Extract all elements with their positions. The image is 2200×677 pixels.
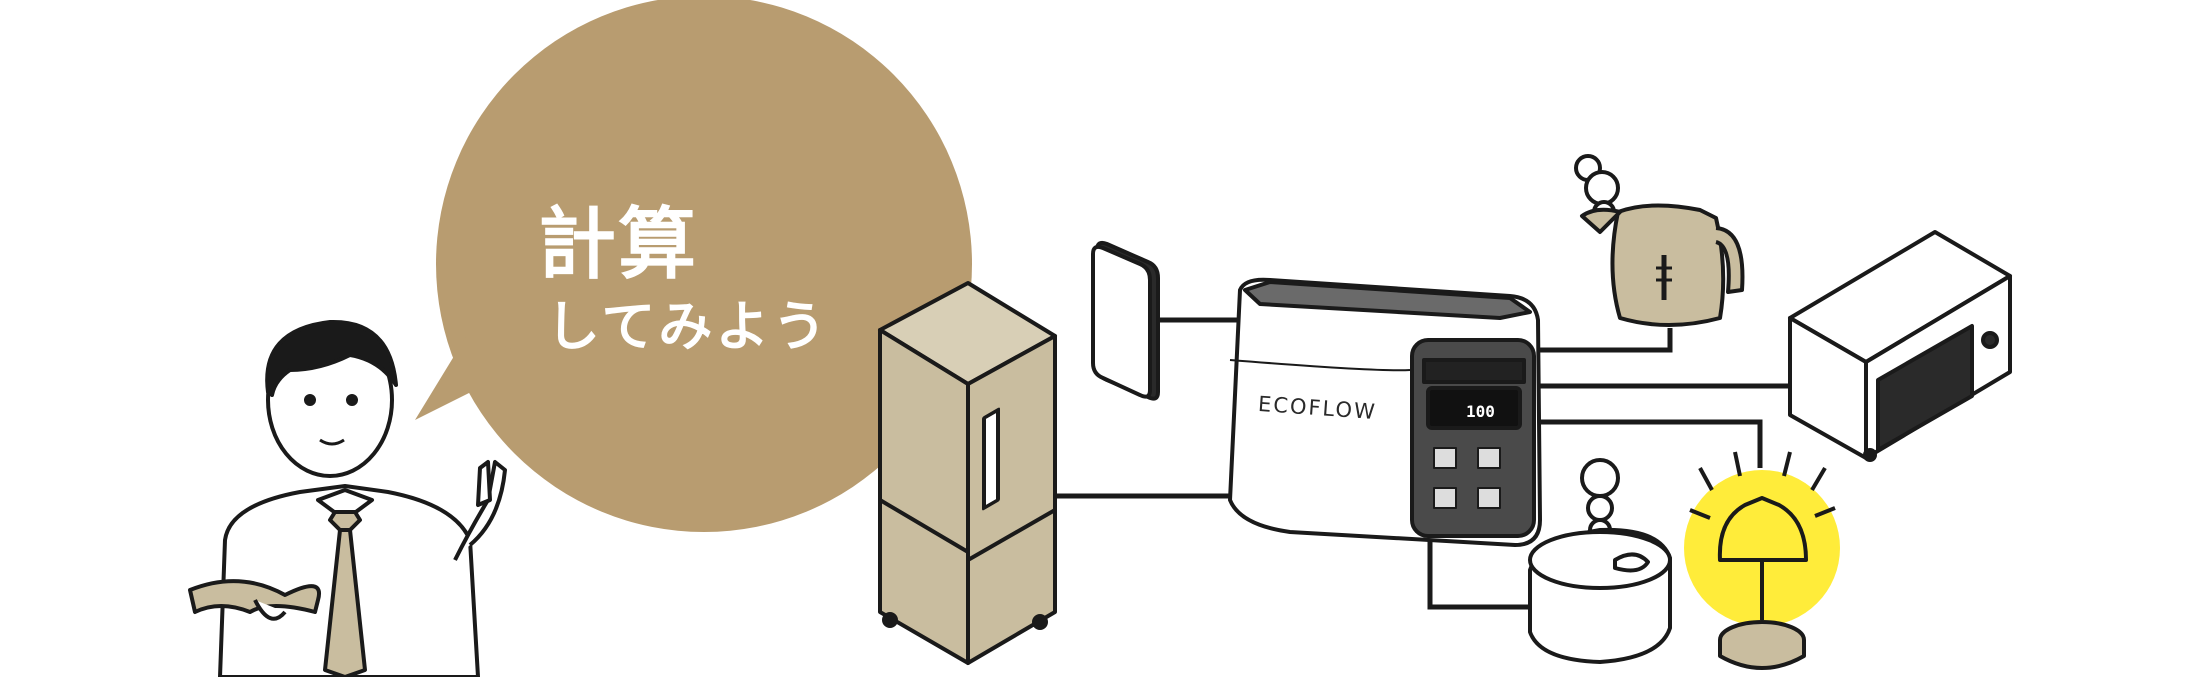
lamp-icon [1684, 451, 1840, 670]
kettle-icon [1574, 154, 1745, 327]
bubble-title: 計算 [538, 200, 699, 290]
speech-bubble [415, 0, 972, 532]
wall-socket-icon [1091, 240, 1160, 401]
power-cables [1055, 317, 1795, 610]
person-icon [188, 319, 507, 677]
rice-cooker-icon [1528, 458, 1672, 664]
bubble-subtitle: してみよう [546, 295, 830, 358]
microwave-icon [1788, 230, 2012, 462]
power-station-display: 100 [1466, 402, 1495, 421]
power-station-icon [1228, 277, 1542, 547]
refrigerator-icon [878, 281, 1057, 665]
